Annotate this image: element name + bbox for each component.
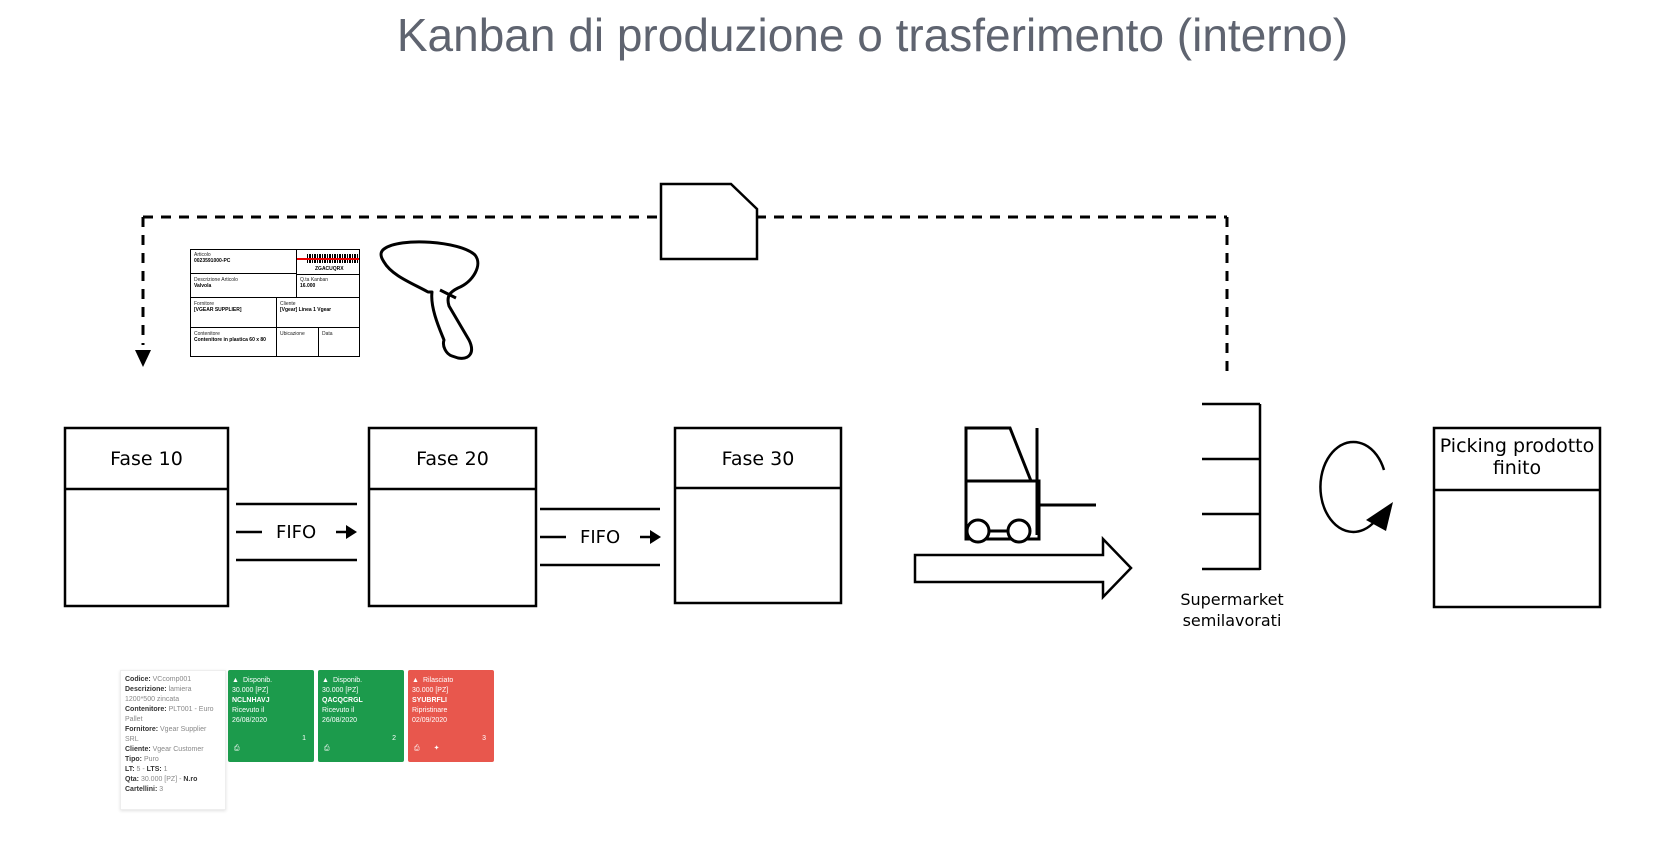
user-icon: ▲ (412, 677, 419, 684)
kanban-tile[interactable]: ▲Disponib. 30.000 [PZ] QACQCRGL Ricevuto… (318, 670, 404, 762)
phase-label: Fase 30 (721, 448, 795, 470)
push-arrow-icon (913, 535, 1133, 601)
phase-box-10 (63, 426, 230, 608)
phase-label: Fase 10 (110, 448, 183, 470)
kanban-label-card: Articolo 0023591000-PC ZGACUQRX Descrizi… (190, 249, 360, 357)
article-info-card: Codice: VCcomp001 Descrizione: lamiera 1… (120, 670, 226, 810)
fifo-arrow-icon (650, 530, 661, 544)
print-icon[interactable]: ⎙ (414, 745, 420, 752)
kanban-card-icon (659, 182, 759, 261)
fifo-arrow-icon (346, 525, 357, 539)
barcode-scanner-icon (379, 240, 480, 360)
fifo-label: FIFO (580, 527, 621, 548)
arrow-down-icon (135, 350, 151, 367)
phase-label: Fase 20 (416, 448, 489, 470)
kanban-tile[interactable]: ▲Rilasciato 30.000 [PZ] SYUBRFLI Riprist… (408, 670, 494, 762)
fifo-label: FIFO (276, 522, 317, 543)
barcode: ZGACUQRX (297, 250, 359, 275)
print-icon[interactable]: ⎙ (324, 745, 330, 752)
phase-box-30 (673, 426, 843, 605)
picking-box (1432, 426, 1602, 609)
user-icon: ▲ (322, 677, 329, 684)
print-icon[interactable]: ⎙ (234, 745, 240, 752)
phase-box-20 (367, 426, 538, 608)
page-title: Kanban di produzione o trasferimento (in… (396, 9, 1349, 61)
kanban-loop-line (141, 215, 1229, 377)
cycle-icon (1319, 440, 1386, 534)
kanban-tile[interactable]: ▲Disponib. 30.000 [PZ] NCLNHAVJ Ricevuto… (228, 670, 314, 762)
restore-icon[interactable]: ✦ (433, 745, 440, 752)
user-icon: ▲ (232, 677, 239, 684)
supermarket-shelf-icon (1202, 402, 1262, 571)
forklift-icon (964, 426, 1096, 544)
